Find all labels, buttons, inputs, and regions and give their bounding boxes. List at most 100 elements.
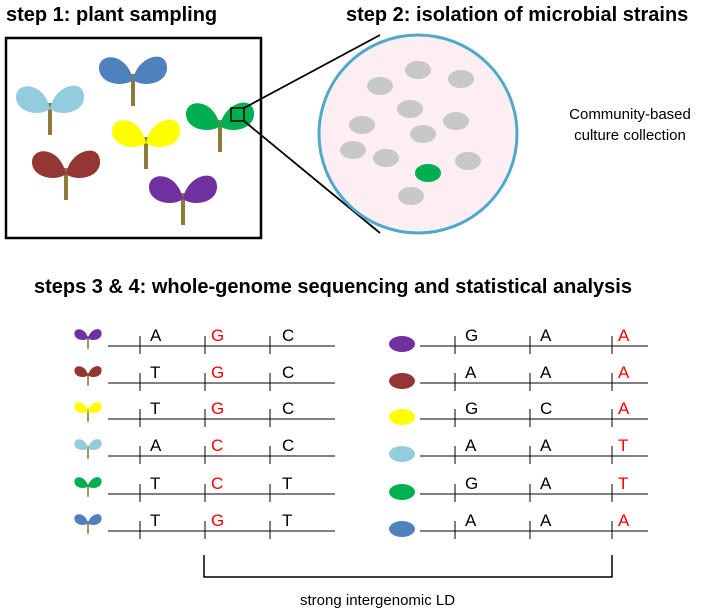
microbe-seq-row-5-base-2: A	[540, 474, 552, 493]
zoom-line-top	[243, 34, 381, 109]
field-plant-yellow-leaf-right	[146, 119, 180, 147]
colony-7	[410, 125, 436, 143]
plant-seq-row-2-base-2: G	[211, 363, 224, 382]
microbe-seq-row-3-base-2: C	[540, 399, 552, 418]
microbe-seq-row-5-base-1: G	[465, 474, 478, 493]
field-plant-green-leaf-left	[186, 103, 220, 130]
row-plant-yellow-stem	[87, 409, 89, 422]
plant-seq-row-1-base-1: A	[150, 326, 162, 345]
colony-5	[349, 116, 375, 134]
field-plant-yellow-leaf-left	[112, 120, 146, 147]
row-plant-green-leaf-right	[88, 477, 102, 488]
row-plant-purple	[74, 329, 102, 349]
row-plant-lightblue-leaf-left	[74, 439, 88, 450]
row-plant-purple-stem	[87, 336, 89, 349]
row-plant-darkred-leaf-left	[74, 366, 88, 377]
field-plant-purple-leaf-right	[183, 175, 217, 203]
ld-label: strong intergenomic LD	[300, 592, 456, 609]
field-plant-darkred-leaf-right	[66, 150, 100, 178]
plant-seq-row-3-base-1: T	[150, 399, 160, 418]
plant-seq-row-3-base-2: G	[211, 399, 224, 418]
microbe-seq-row-6-base-3: A	[618, 511, 630, 530]
row-microbe-purple	[389, 336, 415, 352]
row-plant-green-leaf-left	[74, 477, 88, 488]
row-plant-green-stem	[87, 484, 89, 497]
microbe-seq-row-3-base-3: A	[618, 399, 630, 418]
plant-seq-row-5-base-3: T	[282, 474, 292, 493]
colony-10	[455, 152, 481, 170]
field-plant-purple-stem	[181, 193, 185, 225]
field-plant-lightblue-leaf-right	[50, 85, 84, 113]
field-plant-lightblue-stem	[48, 103, 52, 135]
microbe-seq-row-4-base-1: A	[465, 436, 477, 455]
row-plant-lightblue-leaf-right	[88, 439, 102, 450]
zoom-square	[230, 107, 245, 122]
field-plant-lightblue-leaf-left	[16, 86, 50, 113]
microbe-seq-row-2-base-3: A	[618, 363, 630, 382]
row-plant-yellow-leaf-left	[74, 402, 88, 413]
row-plant-darkred	[74, 366, 102, 386]
ld-bracket	[203, 555, 613, 578]
field-plant-blue	[99, 56, 167, 106]
row-microbe-green	[389, 484, 415, 500]
plant-seq-row-4-base-1: A	[150, 436, 162, 455]
plant-seq-row-2-base-1: T	[150, 363, 160, 382]
plant-seq-row-1-base-2: G	[211, 326, 224, 345]
field-plant-darkred-leaf-left	[32, 151, 66, 178]
microbe-seq-row-2-base-1: A	[465, 363, 477, 382]
plant-seq-row-2-base-3: C	[282, 363, 294, 382]
step1-heading: step 1: plant sampling	[6, 4, 218, 26]
colony-green	[415, 164, 441, 182]
row-microbe-darkred	[389, 373, 415, 389]
plant-seq-row-1-base-3: C	[282, 326, 294, 345]
row-microbe-yellow	[389, 409, 415, 425]
microbe-seq-row-6-base-2: A	[540, 511, 552, 530]
field-plant-darkred	[32, 150, 100, 200]
row-plant-blue-leaf-left	[74, 514, 88, 525]
zoom-line-bottom	[243, 120, 381, 234]
plant-seq-row-4-base-3: C	[282, 436, 294, 455]
row-plant-darkred-stem	[87, 373, 89, 386]
colony-1	[367, 77, 393, 95]
field-plant-lightblue	[16, 85, 84, 135]
colonies	[340, 61, 481, 205]
row-plant-lightblue-stem	[87, 446, 89, 459]
microbe-seq-row-5-base-3: T	[618, 474, 628, 493]
row-plant-blue-stem	[87, 521, 89, 534]
row-plant-yellow	[74, 402, 102, 422]
field-plant-blue-stem	[131, 74, 135, 106]
row-microbe-blue	[389, 521, 415, 537]
step34-heading: steps 3 & 4: whole-genome sequencing and…	[34, 276, 632, 298]
microbe-seq-row-1-base-3: A	[618, 326, 630, 345]
row-plant-purple-leaf-left	[74, 329, 88, 340]
colony-12	[398, 187, 424, 205]
field-plant-purple	[149, 175, 217, 225]
microbe-seq-row-1-base-1: G	[465, 326, 478, 345]
microbe-seq-row-4-base-3: T	[618, 436, 628, 455]
microbe-seq-row-6-base-1: A	[465, 511, 477, 530]
row-plant-green	[74, 477, 102, 497]
plant-seq-row-6-base-1: T	[150, 511, 160, 530]
plant-seq-row-3-base-3: C	[282, 399, 294, 418]
field-plant-yellow-stem	[144, 137, 148, 169]
microbe-seq-row-4-base-2: A	[540, 436, 552, 455]
row-plant-blue	[74, 514, 102, 534]
colony-6	[443, 112, 469, 130]
colony-3	[448, 70, 474, 88]
row-plant-blue-leaf-right	[88, 514, 102, 525]
row-plant-purple-leaf-right	[88, 329, 102, 340]
microbe-seq-row-3-base-1: G	[465, 399, 478, 418]
plant-seq-row-4-base-2: C	[211, 436, 223, 455]
